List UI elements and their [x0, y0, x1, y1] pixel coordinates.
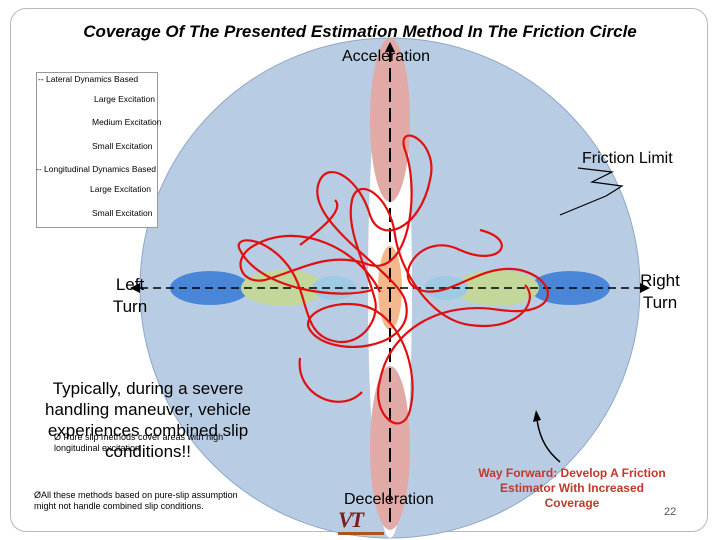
- legend-longitudinal-header: -- Longitudinal Dynamics Based: [36, 164, 157, 174]
- pure-slip-note: Ø Pure slip methods cover areas with hig…: [54, 432, 224, 453]
- legend-lat-small-label: Small Excitation: [92, 141, 153, 151]
- legend-lat-large-label: Large Excitation: [94, 94, 155, 104]
- legend-lat-medium-label: Medium Excitation: [92, 117, 162, 127]
- vt-logo-text: VT: [338, 507, 364, 532]
- way-forward-text: Way Forward: Develop A Friction Estimato…: [478, 466, 666, 510]
- way-forward-arrow: [536, 419, 561, 463]
- friction-limit-pointer: [577, 167, 624, 197]
- friction-limit-leader: [559, 195, 607, 216]
- slide-title: Coverage Of The Presented Estimation Met…: [83, 22, 637, 41]
- left-turn-label: Left Turn: [100, 274, 160, 318]
- right-arrowhead: [640, 283, 650, 293]
- legend-long-large-label: Large Excitation: [90, 184, 151, 194]
- right-turn-label: Right Turn: [630, 270, 690, 314]
- way-forward-arrowhead: [533, 410, 541, 422]
- page-number: 22: [664, 506, 677, 518]
- axis-label-acceleration: Acceleration: [342, 48, 431, 65]
- typically-note: Typically, during a severe handling mane…: [44, 379, 252, 461]
- friction-limit-label: Friction Limit: [582, 150, 673, 167]
- vehicle-trajectory: [237, 134, 549, 425]
- left-turn-line1: Left: [115, 275, 145, 294]
- top-arrowhead: [385, 42, 395, 52]
- vt-logo: VT: [338, 508, 384, 535]
- left-arrowhead: [130, 283, 140, 293]
- legend-long-small-label: Small Excitation: [92, 208, 153, 218]
- right-turn-line2: Turn: [642, 293, 678, 312]
- right-turn-line1: Right: [640, 271, 680, 290]
- axis-label-deceleration: Deceleration: [344, 491, 434, 508]
- left-turn-line2: Turn: [112, 297, 148, 316]
- all-methods-note: ØAll these methods based on pure-slip as…: [34, 490, 238, 511]
- legend-box: [36, 72, 158, 228]
- legend-lateral-header: -- Lateral Dynamics Based: [38, 74, 139, 84]
